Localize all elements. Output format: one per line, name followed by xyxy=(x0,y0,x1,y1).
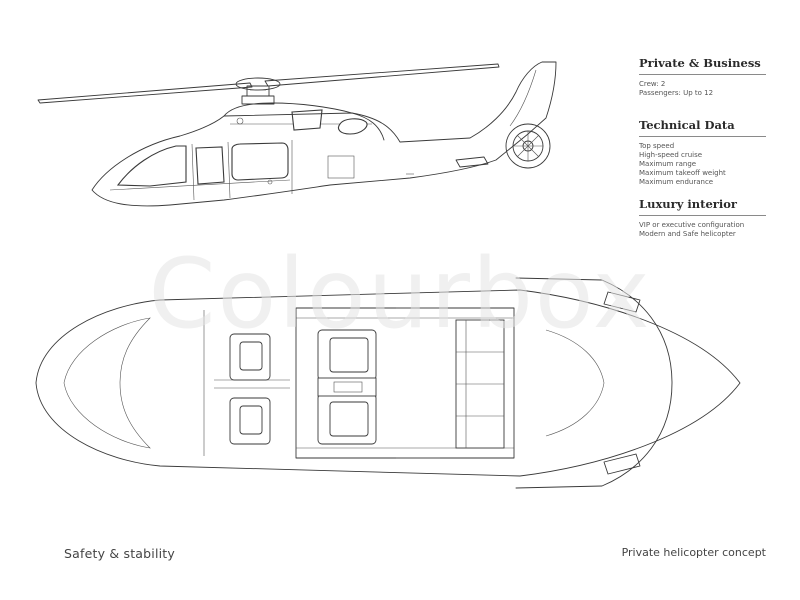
divider xyxy=(639,215,766,216)
section-private-business: Private & Business Crew: 2 Passengers: U… xyxy=(639,56,766,98)
line-endurance: Maximum endurance xyxy=(639,178,714,186)
section-title: Technical Data xyxy=(639,118,735,132)
section-lines: Top speed High-speed cruise Maximum rang… xyxy=(639,142,766,187)
line-takeoff-weight: Maximum takeoff weight xyxy=(639,169,726,177)
line-range: Maximum range xyxy=(639,160,697,168)
section-technical-data: Technical Data Top speed High-speed crui… xyxy=(639,118,766,187)
footer-caption-left: Safety & stability xyxy=(64,546,176,561)
divider xyxy=(639,136,766,137)
line-configuration: VIP or executive configuration xyxy=(639,221,745,229)
line-crew: Crew: 2 xyxy=(639,80,666,88)
divider xyxy=(639,74,766,75)
section-title: Luxury interior xyxy=(639,197,737,211)
helicopter-top-view xyxy=(35,277,741,489)
section-lines: VIP or executive configuration Modern an… xyxy=(639,221,766,239)
section-title: Private & Business xyxy=(639,56,761,70)
section-luxury-interior: Luxury interior VIP or executive configu… xyxy=(639,197,766,239)
line-modern-safe: Modern and Safe helicopter xyxy=(639,230,736,238)
line-cruise: High-speed cruise xyxy=(639,151,703,159)
helicopter-side-view xyxy=(37,61,557,207)
section-lines: Crew: 2 Passengers: Up to 12 xyxy=(639,80,766,98)
footer-caption-right: Private helicopter concept xyxy=(621,546,766,559)
line-passengers: Passengers: Up to 12 xyxy=(639,89,714,97)
line-top-speed: Top speed xyxy=(639,142,675,150)
